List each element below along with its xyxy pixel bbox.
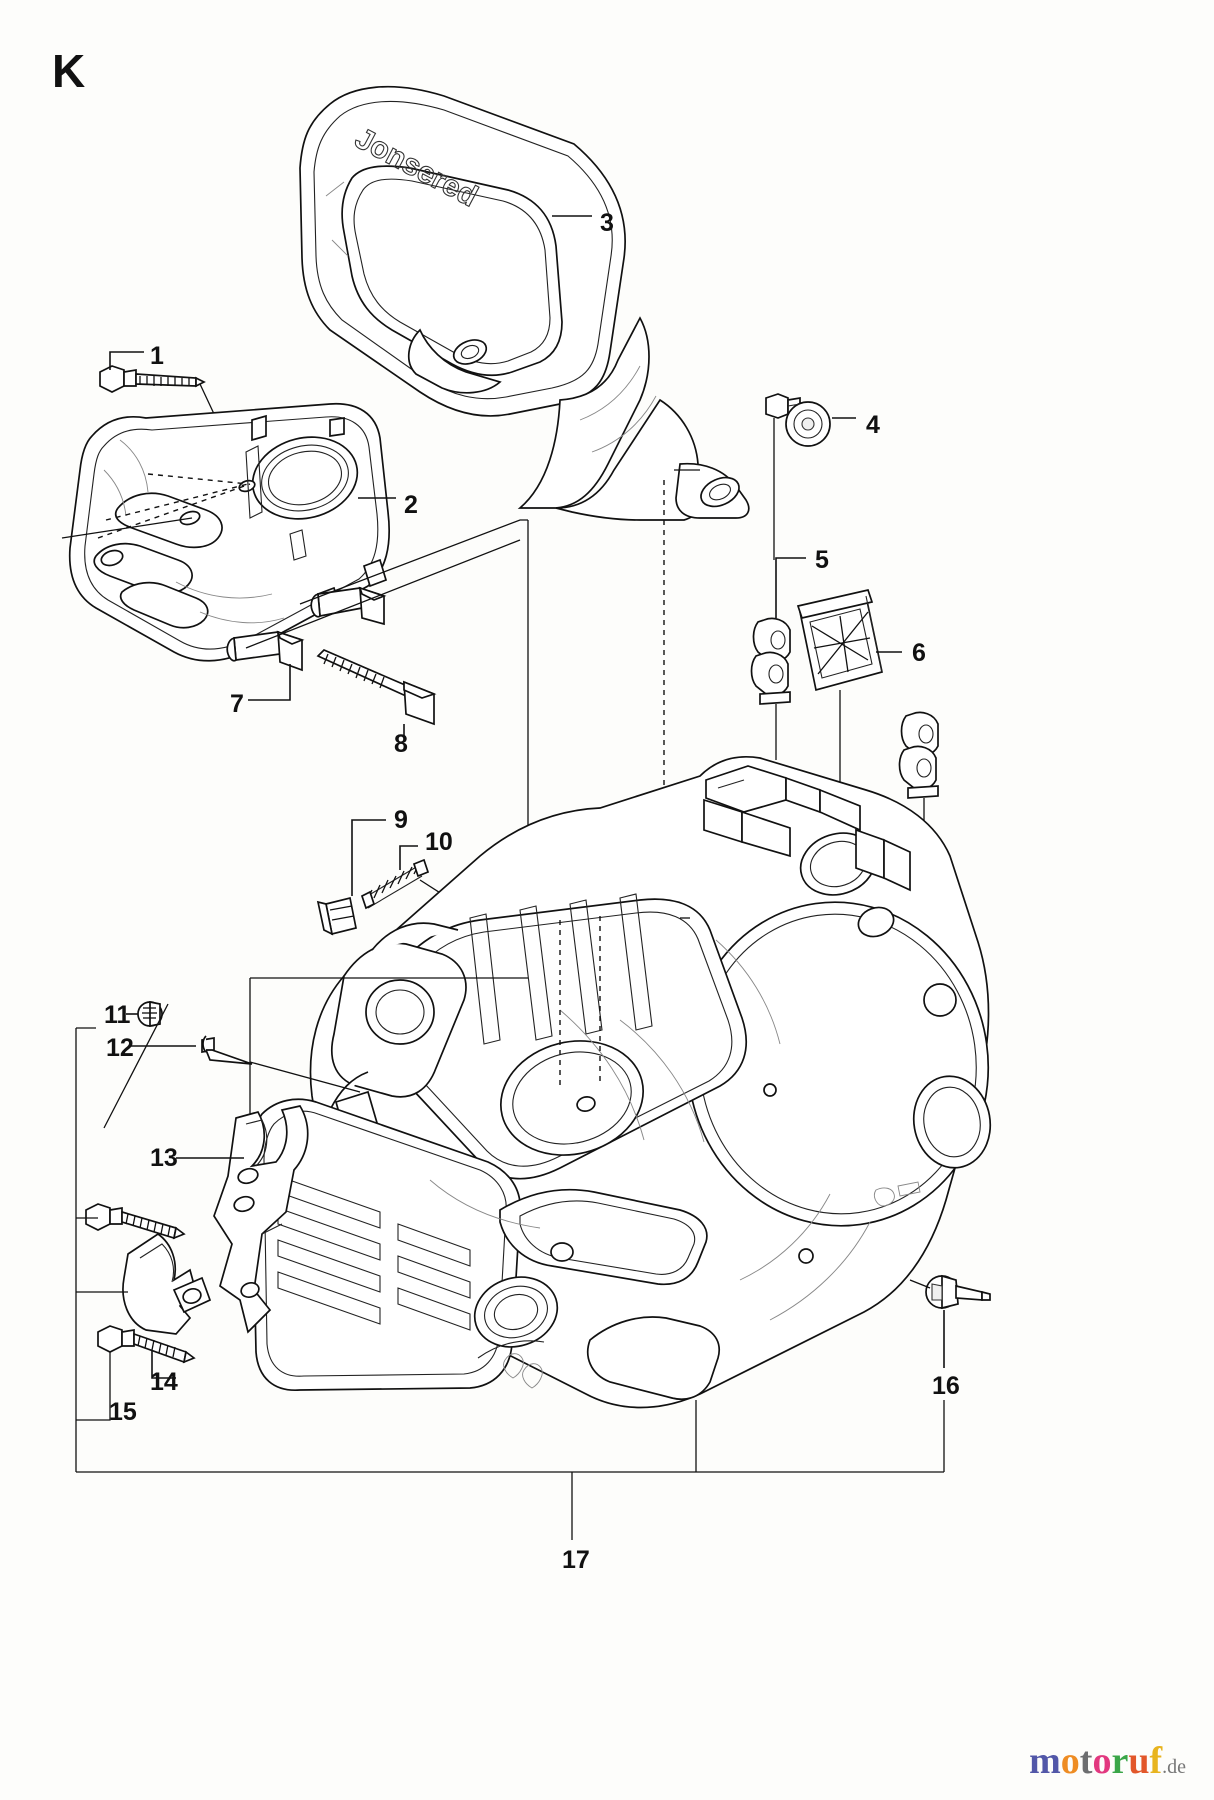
part-cylinder-cover [68, 402, 391, 662]
watermark-letter-o2: o [1092, 1740, 1112, 1782]
callout-17: 17 [562, 1546, 590, 1574]
callout-3: 3 [600, 209, 614, 237]
watermark-letter-u: u [1128, 1740, 1150, 1782]
callout-2: 2 [404, 491, 418, 519]
site-watermark: motoruf.de [1029, 1742, 1186, 1780]
part-fitting-16 [925, 1274, 991, 1310]
part-pin-12 [201, 1035, 253, 1065]
part-screw-14 [85, 1203, 186, 1240]
align-dash-b [105, 483, 249, 521]
part-bumper-spike-13 [213, 1105, 309, 1334]
page-section-label: K [52, 45, 86, 97]
callout-14: 14 [150, 1368, 178, 1396]
watermark-letter-o1: o [1060, 1740, 1080, 1782]
callout-1: 1 [150, 342, 164, 370]
align-dash-c [147, 473, 249, 485]
part-chain-catcher-15 [122, 1232, 212, 1335]
part-grommet-5b [898, 711, 939, 858]
part-grommet-5a [750, 617, 791, 760]
watermark-suffix: .de [1162, 1756, 1186, 1778]
leader-9 [351, 819, 386, 896]
leader-15-line [76, 1352, 111, 1421]
embossed-icons [503, 1181, 921, 1389]
part-bushing-7a [310, 586, 387, 626]
leader-10 [399, 845, 418, 870]
watermark-letter-t: t [1079, 1740, 1093, 1782]
watermark-letter-f: f [1149, 1740, 1163, 1782]
leader-7 [248, 664, 291, 701]
bushing-assembly-line-a [299, 519, 528, 605]
leader-11-diag [103, 1003, 169, 1129]
callout-12: 12 [106, 1034, 134, 1062]
leader-5 [775, 557, 806, 618]
leader-14 [151, 1340, 176, 1379]
leader-12-assembly [249, 1061, 361, 1093]
callout-11: 11 [104, 1001, 131, 1029]
callout-10: 10 [425, 828, 453, 856]
part-top-handle: Jonsered [299, 85, 750, 521]
part-screw-4 [765, 393, 831, 447]
leader-16-assembly [909, 1279, 931, 1289]
callout-16: 16 [932, 1372, 960, 1400]
watermark-letter-r: r [1111, 1740, 1129, 1782]
part-screw-14b [97, 1325, 196, 1364]
align-dash-a [97, 483, 251, 539]
callout-8: 8 [394, 730, 408, 758]
part-screw-1 [99, 365, 206, 393]
callout-7: 7 [230, 690, 244, 718]
part-bushing-7b [226, 630, 305, 672]
watermark-letter-m: m [1029, 1740, 1061, 1782]
callout-4: 4 [866, 411, 880, 439]
bushing-assembly-line-b [245, 539, 521, 649]
callout-5: 5 [815, 546, 829, 574]
callout-6: 6 [912, 639, 926, 667]
part-stud-8 [316, 648, 437, 726]
part-screen-6 [796, 588, 883, 692]
part-spring-10 [360, 858, 430, 910]
callout-13: 13 [150, 1144, 178, 1172]
part-spring-seat-9 [316, 896, 357, 936]
callout-15: 15 [109, 1398, 137, 1426]
leader-1 [109, 351, 144, 370]
part-crankcase-17 [251, 755, 992, 1409]
align-line-d [61, 517, 193, 539]
callout-9: 9 [394, 806, 408, 834]
